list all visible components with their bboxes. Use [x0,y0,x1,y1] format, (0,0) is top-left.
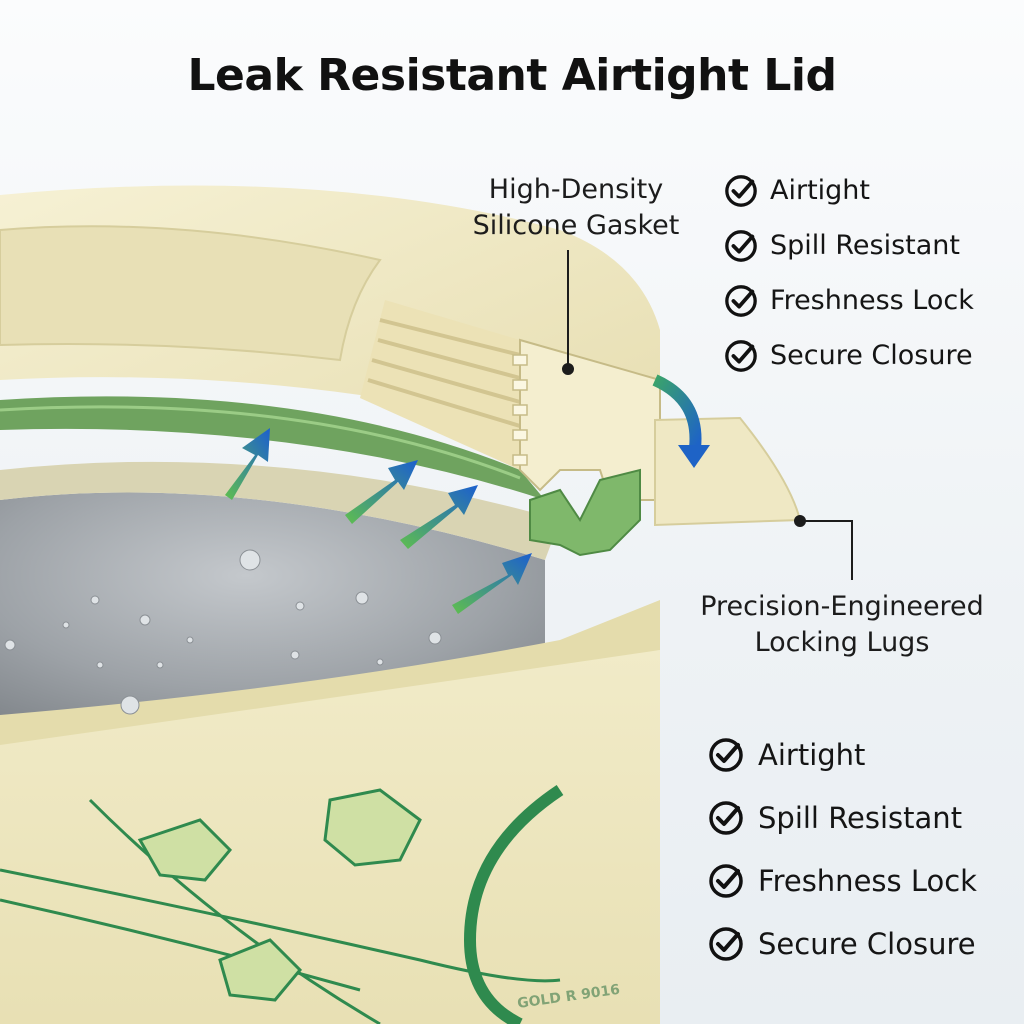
callout-locking-lugs: Precision-Engineered Locking Lugs [690,589,994,661]
feature-label: Spill Resistant [770,230,960,261]
container-rim [0,600,660,745]
floral-body-print [0,785,564,1024]
locking-lug-clip [529,468,641,557]
check-circle-icon [725,284,757,317]
feature-item: Freshness Lock [724,273,974,328]
check-circle-icon [725,174,757,207]
container-side-handle [654,416,802,527]
feature-label: Secure Closure [758,926,976,961]
feature-label: Spill Resistant [758,800,963,835]
callout-gasket-line-2: Silicone Gasket [472,210,680,241]
feature-item: Spill Resistant [724,218,974,273]
check-circle-icon [709,800,743,835]
feature-label: Airtight [758,737,866,772]
callout-gasket-line-1: High-Density [488,174,664,205]
feature-list-top: Airtight Spill Resistant Freshness Lock … [724,163,974,383]
arrow-icon [345,460,418,524]
feature-item: Freshness Lock [708,849,977,912]
feature-item: Airtight [724,163,974,218]
check-circle-icon [725,339,757,372]
feature-label: Freshness Lock [758,863,977,898]
water-droplets [4,549,442,715]
feature-item: Secure Closure [724,328,974,383]
page-title: Leak Resistant Airtight Lid [187,50,837,101]
callout-leaders [562,250,853,580]
check-circle-icon [709,926,743,961]
callout-lugs-line-2: Locking Lugs [754,627,930,658]
check-circle-icon [709,737,743,772]
check-circle-icon [725,229,757,262]
feature-label: Secure Closure [770,340,973,371]
feature-label: Airtight [770,175,870,206]
arrow-icon [225,428,270,500]
check-circle-icon [709,863,743,898]
closing-arrow-icon [652,374,702,449]
silicone-gasket-ring [0,396,545,500]
feature-item: Spill Resistant [708,786,977,849]
feature-label: Freshness Lock [770,285,974,316]
lid-ribbed-section [360,300,520,470]
inner-pot-rim [0,461,560,560]
callout-gasket: High-Density Silicone Gasket [456,172,696,244]
lid-handle-recess [0,225,382,362]
arrow-icon [400,485,478,549]
feature-list-bottom: Airtight Spill Resistant Freshness Lock … [708,723,977,975]
feature-item: Secure Closure [708,912,977,975]
feature-item: Airtight [708,723,977,786]
arrow-icon [452,553,532,614]
callout-lugs-line-1: Precision-Engineered [700,591,984,622]
airflow-arrows [225,428,532,614]
